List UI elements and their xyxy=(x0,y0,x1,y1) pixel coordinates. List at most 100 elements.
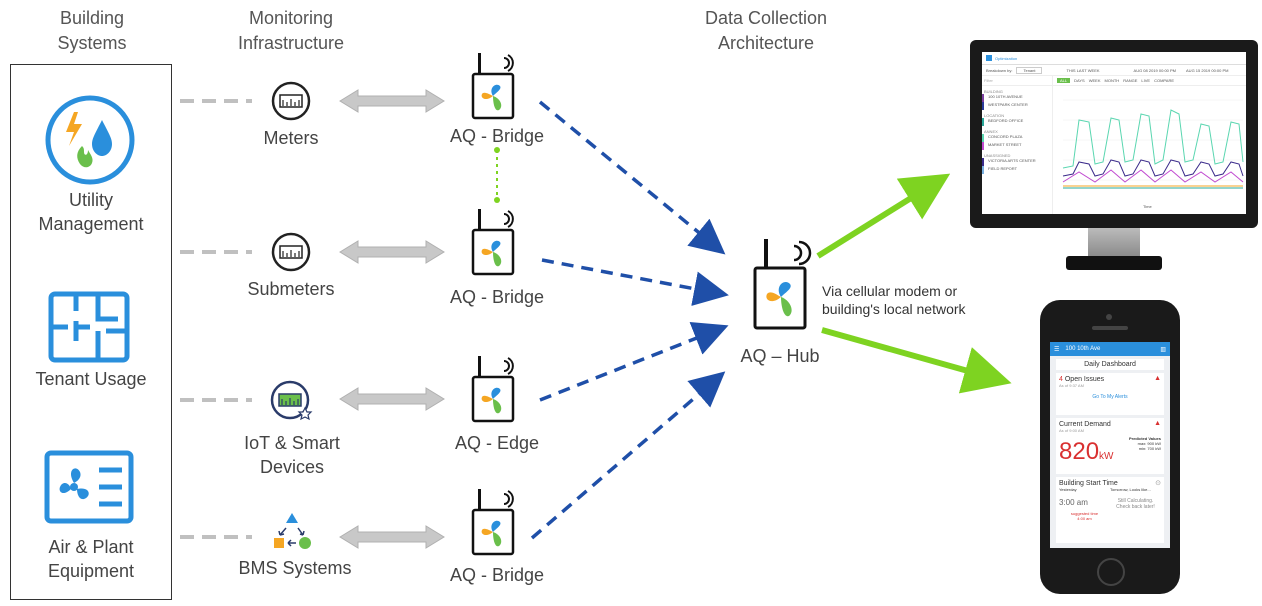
building-start-card[interactable]: Building Start Time ⊙ Yesterday 3:00 am … xyxy=(1056,477,1164,543)
double-arrow-meters xyxy=(339,89,445,113)
aq-bridge-1-icon xyxy=(470,50,522,122)
filter-input[interactable]: Filter xyxy=(982,78,1052,86)
sidebar-group-unassigned: UNASSIGNED xyxy=(984,153,1011,158)
demand-title: Current Demand xyxy=(1059,421,1111,428)
open-issues-asof: As of 9:37 AM xyxy=(1059,383,1084,388)
tab-range[interactable]: RANGE xyxy=(1123,78,1138,83)
meters-icon xyxy=(271,81,311,121)
aq-bridge-2-label: AQ - Bridge xyxy=(449,287,545,307)
demand-asof: As of 9:00 AM xyxy=(1059,428,1084,433)
submeters-label: Submeters xyxy=(247,279,335,299)
air-plant-equipment-label: Air & Plant Equipment xyxy=(47,537,135,581)
air-plant-equipment-icon xyxy=(44,450,134,524)
start-time: 3:00 am xyxy=(1059,498,1088,507)
double-arrow-submeters xyxy=(339,240,445,264)
app-name: Optimization xyxy=(995,55,1018,61)
tab-live[interactable]: LIVE xyxy=(1141,78,1151,83)
series-line xyxy=(1062,169,1244,183)
tenant-usage-icon xyxy=(48,291,130,363)
monitor-screen: Optimization Breakdown by: Tenant THIS L… xyxy=(982,52,1246,214)
series-line xyxy=(1062,109,1244,169)
monitor-sidebar: Filter BUILDING 100 10TH AVENUE WESTPARK… xyxy=(982,76,1053,214)
iot-smart-devices-label: IoT & Smart Devices xyxy=(244,433,340,477)
tab-month[interactable]: MONTH xyxy=(1104,78,1120,83)
bms-systems-label: BMS Systems xyxy=(238,558,352,578)
tab-week[interactable]: WEEK xyxy=(1088,78,1101,83)
sidebar-group-building: BUILDING xyxy=(984,89,1003,94)
sidebar-group-location: LOCATION xyxy=(984,113,1005,118)
utility-management-icon xyxy=(44,94,136,186)
tab-compare[interactable]: COMPARE xyxy=(1154,78,1175,83)
aq-bridge-2-icon xyxy=(470,206,522,278)
series-line xyxy=(1062,159,1244,177)
meters-label: Meters xyxy=(263,128,319,148)
desktop-monitor: Optimization Breakdown by: Tenant THIS L… xyxy=(970,40,1258,280)
sidebar-item[interactable]: VICTORIA ARTS CENTER xyxy=(982,158,1052,166)
utility-management-label: Utility Management xyxy=(38,190,144,234)
range-from: AUG 08 2019 00:00 PM xyxy=(1133,67,1177,73)
arrow-bridge1-hub xyxy=(538,100,726,255)
bms-systems-icon xyxy=(270,510,314,554)
home-button[interactable] xyxy=(1097,558,1125,586)
network-note: Via cellular modem or building's local n… xyxy=(822,283,966,317)
mobile-phone: ☰ 100 10th Ave ▥ Daily Dashboard 4 Open … xyxy=(1040,300,1180,594)
breakdown-select[interactable]: Tenant xyxy=(1016,66,1043,74)
aq-hub-icon xyxy=(752,236,816,332)
phone-camera-icon xyxy=(1106,314,1112,320)
warning-icon: ▲ xyxy=(1154,420,1161,427)
double-arrow-bms xyxy=(339,525,445,549)
start-title: Building Start Time xyxy=(1059,480,1118,487)
arrow-hub-monitor xyxy=(816,173,951,259)
suggested-label: suggested time xyxy=(1070,511,1099,516)
phone-address: 100 10th Ave xyxy=(1065,346,1101,352)
predicted-max: max: 900 kW xyxy=(1137,441,1161,446)
yesterday-label: Yesterday xyxy=(1059,487,1077,492)
range-label: THIS LAST WEEK xyxy=(1066,67,1100,73)
range-to: AUG 15 2019 00:00 PM xyxy=(1186,67,1229,73)
header-data-collection-architecture: Data Collection Architecture xyxy=(704,8,828,53)
open-issues-label: Open Issues xyxy=(1064,376,1105,383)
sidebar-item[interactable]: BEDFORD OFFICE xyxy=(982,118,1052,126)
building-systems-panel xyxy=(10,64,172,600)
go-to-alerts-link[interactable]: Go To My Alerts xyxy=(1092,394,1128,400)
submeters-icon xyxy=(271,232,311,272)
sidebar-item[interactable]: 100 10TH AVENUE xyxy=(982,94,1052,102)
aq-hub-label: AQ – Hub xyxy=(740,346,820,366)
aq-edge-icon xyxy=(470,353,522,425)
aq-bridge-3-icon xyxy=(470,486,522,558)
settings-icon[interactable]: ⊙ xyxy=(1155,480,1161,487)
double-arrow-iot xyxy=(339,387,445,411)
suggested-time: 4:00 am xyxy=(1077,516,1092,521)
iot-smart-devices-icon xyxy=(270,380,314,422)
warning-icon: ▲ xyxy=(1154,375,1161,382)
predicted-min: min: 700 kW xyxy=(1138,446,1161,451)
sidebar-item[interactable]: WESTPARK CENTER xyxy=(982,102,1052,110)
aq-bridge-1-label: AQ - Bridge xyxy=(449,126,545,146)
tab-all[interactable]: ALL xyxy=(1057,78,1071,83)
tenant-usage-label: Tenant Usage xyxy=(35,369,147,389)
tomorrow-label: Tomorrow, Looks like... xyxy=(1110,487,1151,492)
menu-icon[interactable]: ☰ xyxy=(1054,346,1060,353)
building-icon[interactable]: ▥ xyxy=(1160,346,1166,353)
sidebar-item[interactable]: CONCORD PLAZA xyxy=(982,134,1052,142)
tab-days[interactable]: DAYS xyxy=(1074,78,1085,83)
arrow-bridge3-hub xyxy=(530,371,726,540)
header-monitoring-infrastructure: Monitoring Infrastructure xyxy=(237,8,345,53)
app-logo-icon xyxy=(986,55,992,61)
sidebar-group-annex: ANNEX xyxy=(984,129,998,134)
phone-app-bar: ☰ 100 10th Ave ▥ xyxy=(1050,342,1170,356)
current-demand-card[interactable]: Current Demand As of 9:00 AM ▲ 820kW Pre… xyxy=(1056,418,1164,474)
sidebar-item[interactable]: FIELD REPORT xyxy=(982,166,1052,174)
daily-dashboard-title: Daily Dashboard xyxy=(1056,359,1164,370)
aq-bridge-3-label: AQ - Bridge xyxy=(449,565,545,585)
header-building-systems: Building Systems xyxy=(57,8,127,53)
phone-screen: ☰ 100 10th Ave ▥ Daily Dashboard 4 Open … xyxy=(1050,342,1170,548)
phone-speaker xyxy=(1092,326,1128,330)
open-issues-card[interactable]: 4 Open Issues As of 9:37 AM ▲ Go To My A… xyxy=(1056,373,1164,415)
breakdown-label: Breakdown by: xyxy=(986,67,1013,73)
arrow-bridge2-hub xyxy=(541,258,729,306)
arrow-edge-hub xyxy=(539,322,729,402)
sidebar-item[interactable]: MARKET STREET xyxy=(982,142,1052,150)
demand-unit: kW xyxy=(1099,451,1114,462)
